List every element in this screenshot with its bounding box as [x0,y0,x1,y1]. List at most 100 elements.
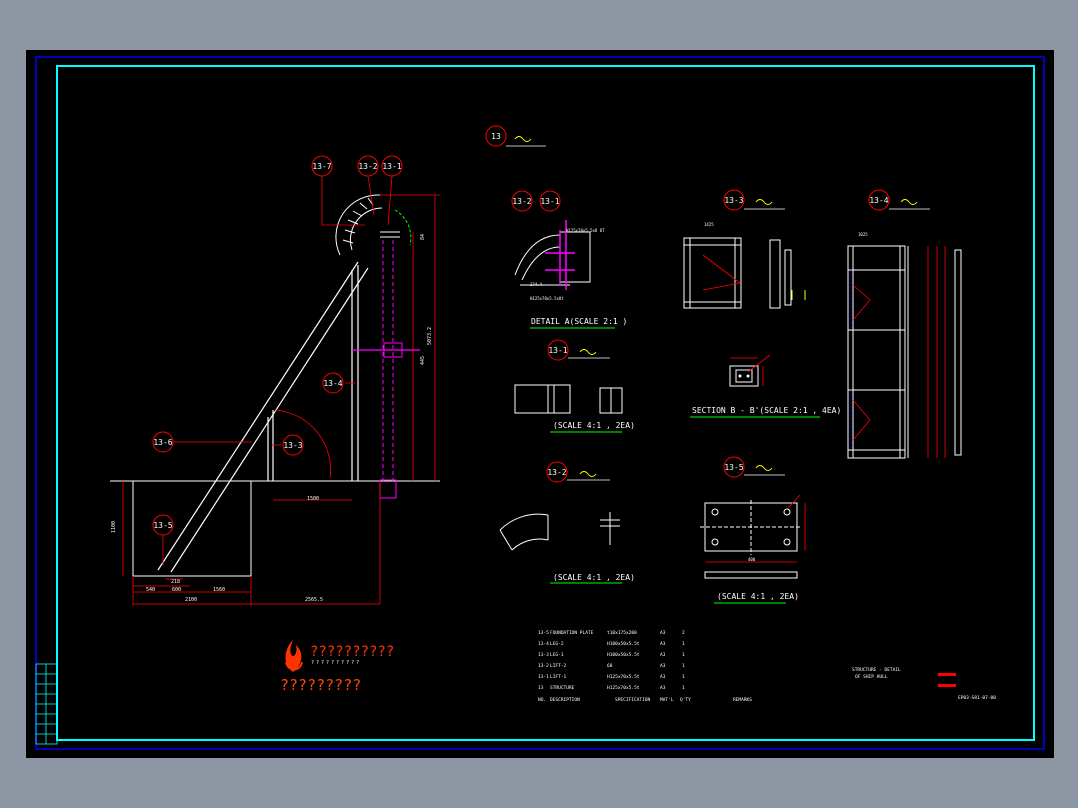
svg-text:A3: A3 [660,674,666,680]
dim-1100: 1100 [111,521,117,533]
svg-text:LEG-2: LEG-2 [550,641,564,647]
logo-caption: ????????? [280,676,361,694]
balloon-13-3: 13-3 [283,441,302,450]
bom-header: NO. DESCRIPTION SPECIFICATION MAT'L Q'TY… [538,697,752,703]
bom-table: 13-5 FOUNDATION PLATE t10x175x200 A3 2 1… [538,630,752,703]
svg-text:1025: 1025 [858,232,868,237]
dim-600: 600 [172,587,181,593]
svg-text:13-3: 13-3 [724,196,743,205]
svg-text:13-2: 13-2 [512,197,531,206]
svg-text:NO.: NO. [538,697,546,703]
svg-text:13-2: 13-2 [538,663,549,669]
svg-text:13-1: 13-1 [538,674,549,680]
outer-border [35,56,1045,750]
inner-border [56,65,1035,741]
dim-445: 445 [420,356,426,365]
detail-a-caption: DETAIL A(SCALE 2:1 ) [531,317,627,326]
dim-540: 540 [146,587,155,593]
svg-text:13-1: 13-1 [548,346,567,355]
dim-218: 218 [171,579,180,585]
view-13-3: 13-3 1425 [683,189,806,309]
svg-text:1: 1 [682,652,685,658]
bom-row: 13-2 LIFT-2 68 A3 1 [538,663,685,669]
svg-text:DESCRIPTION: DESCRIPTION [550,697,580,703]
tilde-icon [755,465,773,471]
balloon-13-6: 13-6 [153,438,172,447]
svg-text:A3: A3 [660,663,666,669]
tilde-icon [514,136,532,142]
svg-text:LIFT-2: LIFT-2 [550,663,567,669]
dim-2100: 2100 [185,597,197,603]
balloon-13-4: 13-4 [323,379,342,388]
svg-text:H125x70x5.5t: H125x70x5.5t [607,685,640,691]
svg-text:A3: A3 [660,641,666,647]
revision-table [35,663,58,745]
section-b-caption: SECTION B - B'(SCALE 2:1 , 4EA) [692,406,841,415]
title-block: STRUCTURE - DETAIL OF SHIP HULL EP03-S81… [852,667,996,701]
dim-5073: 5073.2 [427,327,433,345]
drawing-title: STRUCTURE - DETAIL [852,667,901,673]
balloon-13-2: 13-2 [358,162,377,171]
svg-text:H125x70x5.5x8t: H125x70x5.5x8t [530,296,564,301]
svg-text:13: 13 [538,685,544,691]
svg-text:1: 1 [682,663,685,669]
svg-text:68: 68 [607,663,613,669]
svg-text:1: 1 [682,685,685,691]
balloon-13-5: 13-5 [153,521,172,530]
svg-text:SPECIFICATION: SPECIFICATION [615,697,651,703]
svg-text:Q'TY: Q'TY [680,697,691,703]
view-13-5: 13-5 400 (SCALE 4:1 , 2EA) [700,456,806,604]
drawing-sheet [26,50,1054,758]
bom-row: 13 STRUCTURE H125x70x5.5t A3 1 [538,685,685,691]
svg-text:H125x70x5.5t: H125x70x5.5t [607,674,640,680]
svg-text:FOUNDATION PLATE: FOUNDATION PLATE [550,630,594,636]
svg-text:1: 1 [682,641,685,647]
svg-text:13-2: 13-2 [547,468,566,477]
svg-text:MAT'L: MAT'L [660,697,674,703]
tilde-icon [755,199,773,205]
view-13-2-caption: (SCALE 4:1 , 2EA) [553,573,635,582]
view-13-4: 13-4 1025 [847,189,962,459]
svg-text:A3: A3 [660,630,666,636]
svg-text:LEG-1: LEG-1 [550,652,564,658]
svg-text:274.4: 274.4 [530,282,543,287]
svg-text:13-5: 13-5 [538,630,549,636]
svg-text:1: 1 [682,674,685,680]
view-13-1: 13-1 (SCALE 4:1 , 2EA) [514,339,635,433]
logo-url: ?????????? [311,660,361,666]
dim-1500: 1500 [307,496,319,502]
bom-row: 13-5 FOUNDATION PLATE t10x175x200 A3 2 [538,630,685,636]
main-view: 1100 540 600 218 2100 1560 2565.5 1500 5… [110,155,440,606]
tilde-icon [900,199,918,205]
svg-text:13-4: 13-4 [869,196,888,205]
svg-text:13-1: 13-1 [540,197,559,206]
balloon-13-7: 13-7 [312,162,331,171]
dim-2565: 2565.5 [305,597,323,603]
view-13-title: 13 [485,125,546,147]
view-13-1-caption: (SCALE 4:1 , 2EA) [553,421,635,430]
drawing-subtitle: OF SHIP HULL [855,674,888,680]
logo-name: ?????????? [310,644,394,660]
svg-text:13-5: 13-5 [724,463,743,472]
bom-row: 13-3 LEG-1 H100x50x5.5t A3 1 [538,652,685,658]
tilde-icon [579,349,597,355]
svg-text:H100x50x5.5t: H100x50x5.5t [607,652,640,658]
tilde-icon [579,471,597,477]
bom-row: 13-1 LIFT-1 H125x70x5.5t A3 1 [538,674,685,680]
svg-text:400: 400 [748,557,756,562]
section-b-view: SECTION B - B'(SCALE 2:1 , 4EA) [690,354,841,418]
svg-text:2: 2 [682,630,685,636]
svg-text:H125x70x5.5x8 8T: H125x70x5.5x8 8T [566,228,605,233]
view-13-2: 13-2 (SCALE 4:1 , 2EA) [499,461,635,584]
view-13-5-caption: (SCALE 4:1 , 2EA) [717,592,799,601]
svg-text:A3: A3 [660,685,666,691]
svg-text:A3: A3 [660,652,666,658]
svg-text:13: 13 [491,132,501,141]
drawing-number: EP03-S81-07-00 [958,695,996,701]
dim-84: 84 [420,234,426,240]
svg-text:H100x50x5.5t: H100x50x5.5t [607,641,640,647]
bom-row: 13-4 LEG-2 H100x50x5.5t A3 1 [538,641,685,647]
svg-text:t10x175x200: t10x175x200 [607,630,637,636]
flame-icon [285,640,302,672]
svg-text:13-3: 13-3 [538,652,549,658]
